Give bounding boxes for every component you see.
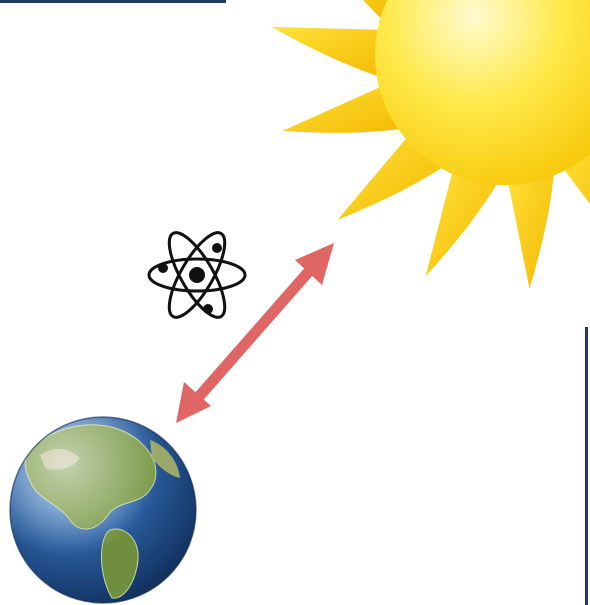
sun-icon bbox=[272, 0, 590, 289]
sun-ray bbox=[272, 27, 390, 80]
earth-globe-icon bbox=[10, 417, 196, 603]
atom-icon bbox=[149, 225, 245, 324]
